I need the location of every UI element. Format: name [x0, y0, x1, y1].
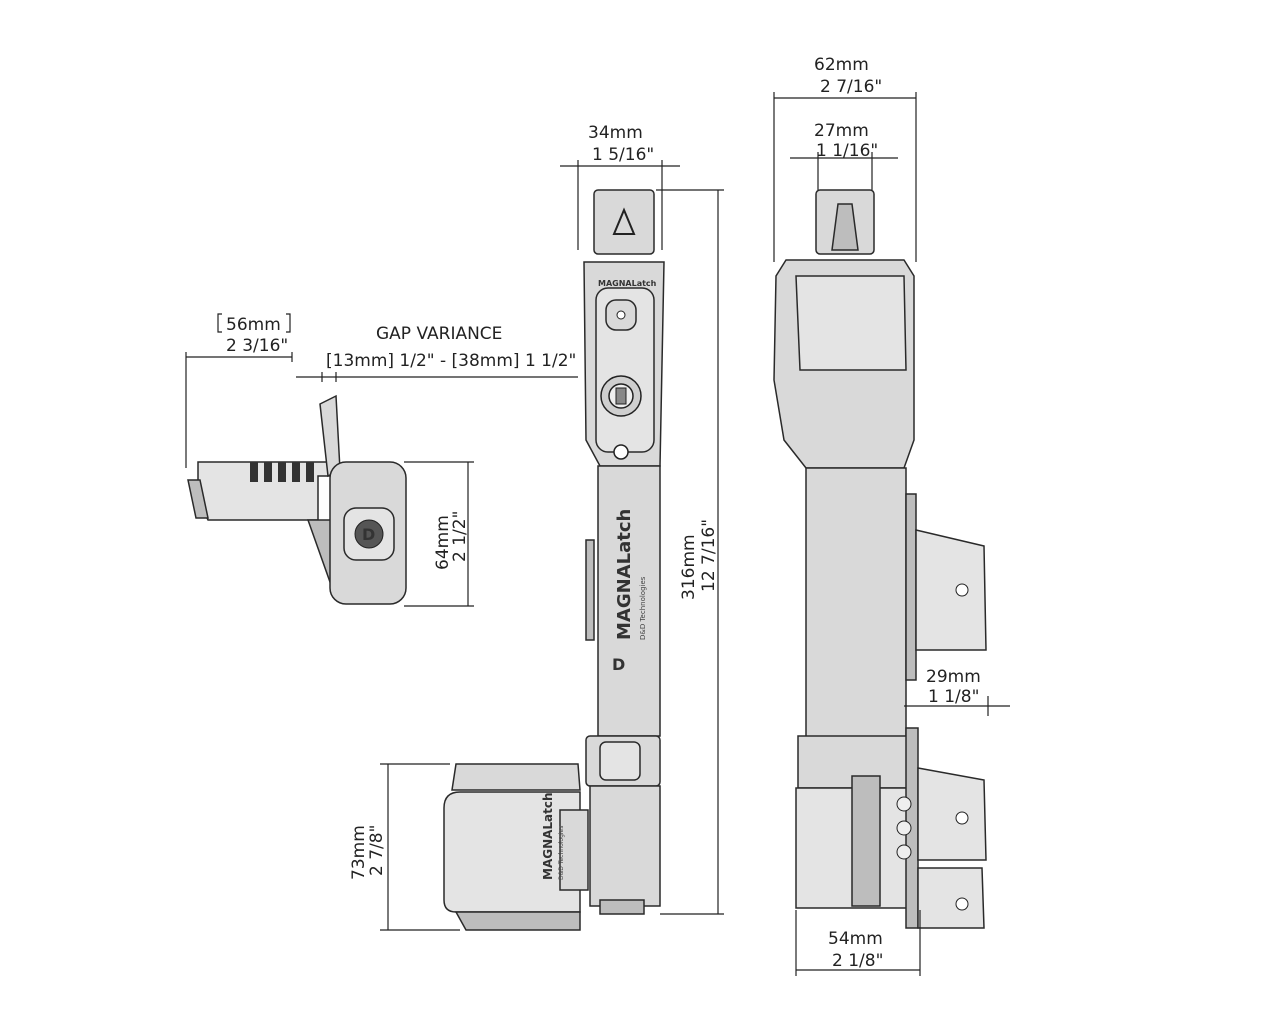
gap-variance-range: [13mm] 1/2" - [38mm] 1 1/2" — [326, 351, 576, 371]
front-housing-brand: MAGNALatch — [598, 279, 657, 288]
front-view: 34mm 1 5/16" MAGNALatch MAGNALatch D&D T… — [349, 123, 724, 931]
dim-316mm-label: 316mm — [679, 534, 699, 600]
top-view: 56mm 2 3/16" GAP VARIANCE [13mm] 1/2" - … — [185, 313, 578, 607]
gap-variance-label: GAP VARIANCE — [376, 324, 502, 344]
dim-29mm-inch-label: 1 1/8" — [928, 687, 979, 707]
top-view-logo-icon: D — [362, 525, 375, 544]
striker-tagline: D&D Technologies — [558, 826, 565, 880]
dim-64mm-inch-label: 2 1/2" — [450, 511, 470, 562]
dim-56mm-inch-label: 2 3/16" — [226, 336, 288, 356]
dim-62mm-label: 62mm — [814, 55, 869, 75]
dim-54mm-label: 54mm — [828, 929, 883, 949]
dim-73mm-inch-label: 2 7/8" — [367, 825, 387, 876]
dim-73mm-label: 73mm — [349, 825, 369, 880]
dim-29mm-label: 29mm — [926, 667, 981, 687]
dim-34mm-label: 34mm — [588, 123, 643, 143]
dim-62mm-inch-label: 2 7/16" — [820, 77, 882, 97]
dim-27mm-inch-label: 1 1/16" — [816, 141, 878, 161]
dim-64mm-label: 64mm — [433, 515, 453, 570]
side-view: 62mm 2 7/16" 27mm 1 1/16" 29mm 1 1/8" — [773, 55, 1010, 976]
dim-56mm-label: 56mm — [226, 315, 281, 335]
dim-316mm-inch-label: 12 7/16" — [699, 519, 719, 592]
dim-34mm-inch-label: 1 5/16" — [592, 145, 654, 165]
front-pole-logo-icon: D — [612, 655, 625, 674]
dim-54mm-inch-label: 2 1/8" — [832, 951, 883, 971]
front-pole-brand: MAGNALatch — [614, 509, 635, 640]
dim-27mm-label: 27mm — [814, 121, 869, 141]
front-pole-tagline: D&D Technologies — [639, 576, 647, 640]
striker-brand: MAGNALatch — [541, 792, 555, 880]
